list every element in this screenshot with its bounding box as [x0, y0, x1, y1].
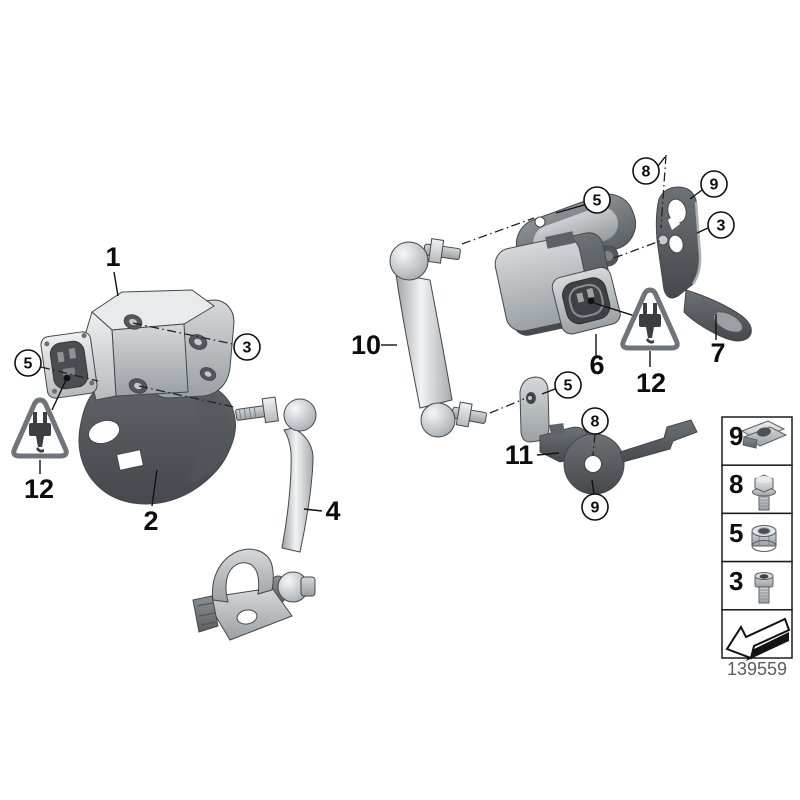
- assembly-line-stud-left: [138, 385, 235, 408]
- callout-part-7[interactable]: 7: [710, 314, 726, 368]
- part-10-label[interactable]: 10: [351, 330, 381, 360]
- bubble-3-left-label[interactable]: 3: [243, 340, 252, 357]
- bubble-8-mid-label[interactable]: 8: [591, 414, 600, 431]
- electrical-plug-icon: [29, 412, 51, 453]
- callout-bubble-5-left[interactable]: 5: [14, 349, 42, 377]
- rod-10-bottom-stud: [451, 401, 487, 428]
- ball-stud-left: [235, 396, 279, 424]
- callout-part-2[interactable]: 2: [143, 469, 159, 536]
- bubble-8-top-label[interactable]: 8: [642, 164, 651, 181]
- assembly-line-sensor-bracket: [613, 240, 661, 259]
- callout-bubble-5-plate[interactable]: 5: [555, 186, 611, 214]
- callout-bubble-9-top[interactable]: 9: [689, 170, 728, 200]
- callout-part-11[interactable]: 11: [505, 440, 560, 470]
- warning-12-left-label[interactable]: 12: [24, 474, 54, 504]
- leader-dot: [63, 374, 71, 382]
- bubble-9-top-label[interactable]: 9: [710, 177, 719, 194]
- legend-8-number[interactable]: 8: [729, 469, 743, 499]
- assembly-line-bolt-8: [660, 154, 667, 229]
- legend-item-5[interactable]: 5: [721, 512, 793, 563]
- callout-bubble-3-left[interactable]: 3: [233, 333, 261, 361]
- bracket-part-11: [519, 376, 698, 495]
- socket-head-screw-icon: [754, 572, 774, 604]
- sensor-part-6: [494, 231, 621, 336]
- warning-triangle-right: 12: [587, 287, 680, 398]
- link-rod-part-10: [389, 238, 487, 438]
- part-4-label[interactable]: 4: [325, 496, 340, 526]
- callout-bubble-3-right[interactable]: 3: [696, 211, 735, 239]
- callout-part-6[interactable]: 6: [589, 334, 605, 380]
- legend-item-8[interactable]: 8: [721, 464, 793, 515]
- legend-sidebar: 9 8 5: [721, 416, 793, 679]
- callout-bubble-5-mid[interactable]: 5: [541, 371, 582, 399]
- bubble-5-plate-label[interactable]: 5: [593, 193, 602, 210]
- part-1-label[interactable]: 1: [105, 242, 120, 272]
- electrical-plug-icon: [639, 303, 661, 344]
- part-6-label[interactable]: 6: [589, 350, 604, 380]
- link-rod-part-4: [268, 398, 317, 605]
- callout-bubble-8-mid[interactable]: 8: [581, 407, 609, 435]
- leader-dot: [587, 297, 595, 305]
- warning-triangle-left: 12: [11, 374, 71, 504]
- assembly-line-stud-tab: [489, 398, 525, 414]
- assembly-line-stud-plate: [461, 217, 535, 245]
- sensor-part-1: [40, 289, 235, 401]
- rod-clamp-bracket: [192, 548, 293, 641]
- legend-nav-box[interactable]: [721, 609, 793, 661]
- flange-bolt-icon: [752, 474, 776, 511]
- sensor-6-connector: [551, 266, 621, 335]
- callout-part-1[interactable]: 1: [105, 242, 121, 297]
- bubble-5-mid-label[interactable]: 5: [564, 378, 573, 395]
- diagram-number: 139559: [727, 659, 787, 679]
- bubble-5-left-label[interactable]: 5: [24, 356, 33, 373]
- legend-item-9[interactable]: 9: [721, 416, 793, 466]
- legend-item-3[interactable]: 3: [721, 560, 793, 611]
- legend-5-number[interactable]: 5: [729, 518, 743, 548]
- front-sensor-assembly: 1 2 4 5 3: [11, 242, 341, 641]
- callout-bubble-8-top[interactable]: 8: [632, 156, 666, 185]
- back-arrow-icon[interactable]: [725, 617, 791, 661]
- callout-part-10[interactable]: 10: [351, 330, 397, 360]
- warning-12-right-label[interactable]: 12: [636, 368, 666, 398]
- callout-bubble-9-mid[interactable]: 9: [581, 479, 609, 521]
- rear-sensor-assembly: 10 6: [351, 154, 752, 521]
- part-7-label[interactable]: 7: [710, 338, 725, 368]
- bubble-9-mid-label[interactable]: 9: [591, 500, 600, 517]
- part-2-label[interactable]: 2: [143, 506, 158, 536]
- part-11-label[interactable]: 11: [505, 440, 534, 470]
- small-bolt-8: [657, 234, 669, 246]
- bracket-part-7: [655, 186, 752, 342]
- legend-9-number[interactable]: 9: [729, 421, 743, 451]
- bubble-3-right-label[interactable]: 3: [717, 218, 726, 235]
- assembly-line-8-mid: [592, 433, 596, 456]
- lock-nut-icon: [751, 525, 777, 552]
- speed-nut-icon: [740, 420, 788, 449]
- rod-10-top-stud: [423, 238, 461, 264]
- legend-3-number[interactable]: 3: [729, 566, 743, 596]
- assembly-line-5-left: [40, 366, 99, 382]
- sensor-1-connector: [40, 331, 98, 399]
- callout-part-4[interactable]: 4: [303, 496, 341, 526]
